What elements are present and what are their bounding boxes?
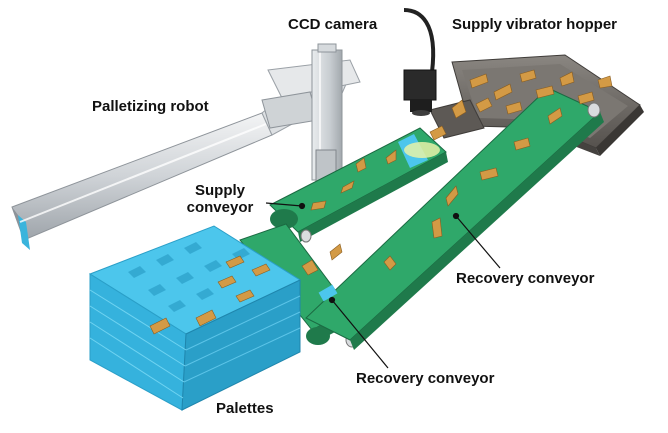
palletizing-robot-label: Palletizing robot bbox=[92, 98, 209, 115]
recovery-conveyor-right-label: Recovery conveyor bbox=[456, 270, 595, 287]
palettes-label: Palettes bbox=[216, 400, 274, 417]
ccd-camera-label: CCD camera bbox=[288, 16, 378, 33]
palettes-stack bbox=[88, 225, 302, 411]
supply-conveyor-label: Supply conveyor bbox=[170, 182, 270, 216]
supply-conveyor-label-line2: conveyor bbox=[186, 199, 254, 216]
recovery-conveyor-right bbox=[305, 87, 604, 350]
parts bbox=[301, 69, 613, 276]
supply-conveyor-label-line1: Supply bbox=[194, 182, 245, 199]
hopper-label: Supply vibrator hopper bbox=[452, 16, 618, 33]
leader-lines bbox=[265, 202, 501, 369]
recovery-conveyor-bottom-label: Recovery conveyor bbox=[356, 370, 495, 387]
ccd-camera-icon bbox=[403, 8, 440, 158]
